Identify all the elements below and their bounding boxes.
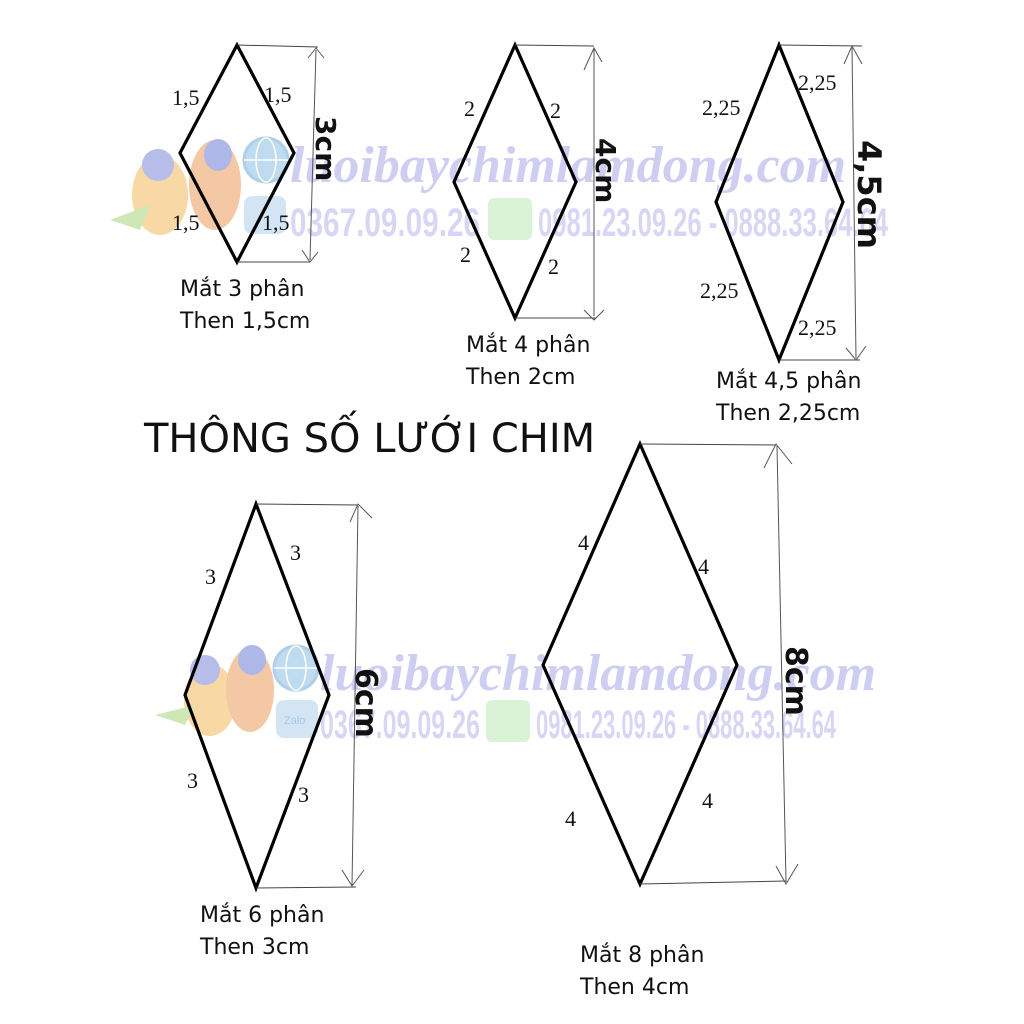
svg-text:2,25: 2,25: [702, 95, 741, 120]
watermark-phone-1: 0367.09.09.26: [290, 201, 480, 245]
svg-text:4: 4: [565, 806, 576, 831]
svg-text:1,5: 1,5: [264, 82, 292, 107]
mesh-3-phan: 1,5 1,5 1,5 1,5 3cm Mắt 3 phân Then 1,5c…: [172, 41, 342, 334]
svg-text:3: 3: [187, 768, 198, 793]
svg-text:2,25: 2,25: [798, 315, 837, 340]
height-arrow: [351, 505, 359, 887]
globe-icon: [242, 136, 290, 184]
parrot-icon: [155, 645, 274, 736]
caption-line1: Mắt 8 phân: [580, 943, 704, 968]
caption-line2: Then 4cm: [579, 975, 689, 1000]
caption-line1: Mắt 4,5 phân: [716, 369, 861, 394]
globe-icon: [272, 644, 320, 692]
mesh-4-5-phan: 2,25 2,25 2,25 2,25 4,5cm Mắt 4,5 phân T…: [700, 40, 888, 426]
phone-icon: [486, 700, 530, 742]
svg-text:2: 2: [460, 242, 471, 267]
svg-text:4: 4: [702, 788, 713, 813]
page-title: THÔNG SỐ LƯỚI CHIM: [143, 409, 595, 462]
height-label: 3cm: [309, 116, 342, 181]
height-label: 8cm: [778, 646, 813, 716]
svg-text:2: 2: [548, 254, 559, 279]
watermark-top: luoibaychimlamdong.com 0367.09.09.26 098…: [110, 136, 888, 245]
svg-text:1,5: 1,5: [172, 210, 200, 235]
mesh-4-phan: 2 2 2 2 4cm Mắt 4 phân Then 2cm: [452, 41, 622, 390]
mesh-6-phan: 3 3 3 3 6cm Mắt 6 phân Then 3cm: [183, 499, 383, 960]
caption-line1: Mắt 3 phân: [180, 277, 304, 302]
svg-text:2,25: 2,25: [798, 70, 837, 95]
svg-text:3: 3: [205, 564, 216, 589]
height-arrow: [309, 49, 317, 261]
caption-line1: Mắt 6 phân: [200, 903, 324, 928]
watermark-site: luoibaychimlamdong.com: [320, 645, 876, 702]
caption-line1: Mắt 4 phân: [466, 333, 590, 358]
svg-text:2: 2: [550, 98, 561, 123]
phone-icon: [488, 198, 532, 240]
watermark-bottom: luoibaychimlamdong.com Zalo 0367.09.09.2…: [155, 644, 876, 747]
watermark-phone-1: 0367.09.09.26: [320, 703, 480, 747]
height-arrow: [851, 47, 857, 359]
svg-text:3: 3: [290, 540, 301, 565]
svg-text:2,25: 2,25: [700, 278, 739, 303]
caption-line2: Then 2cm: [465, 365, 575, 390]
svg-text:3: 3: [298, 782, 309, 807]
svg-text:1,5: 1,5: [262, 210, 290, 235]
svg-text:4: 4: [698, 554, 709, 579]
zalo-icon: Zalo: [276, 700, 318, 738]
height-arrow: [776, 445, 787, 883]
caption-line2: Then 2,25cm: [715, 401, 860, 426]
parrot-icon: [110, 139, 241, 235]
zalo-icon: [244, 196, 286, 234]
svg-text:2: 2: [464, 96, 475, 121]
height-label: 4,5cm: [850, 140, 888, 249]
svg-text:1,5: 1,5: [172, 85, 200, 110]
mesh-8-phan: 4 4 4 4 8cm Mắt 8 phân Then 4cm: [541, 440, 813, 1000]
caption-line2: Then 1,5cm: [179, 309, 310, 334]
height-label: 6cm: [348, 668, 383, 738]
height-label: 4cm: [589, 138, 622, 203]
svg-text:4: 4: [578, 530, 589, 555]
caption-line2: Then 3cm: [199, 935, 309, 960]
watermark-phone-2: 0981.23.09.26 - 0888.33.64.64: [536, 703, 836, 747]
svg-text:Zalo: Zalo: [284, 715, 305, 727]
